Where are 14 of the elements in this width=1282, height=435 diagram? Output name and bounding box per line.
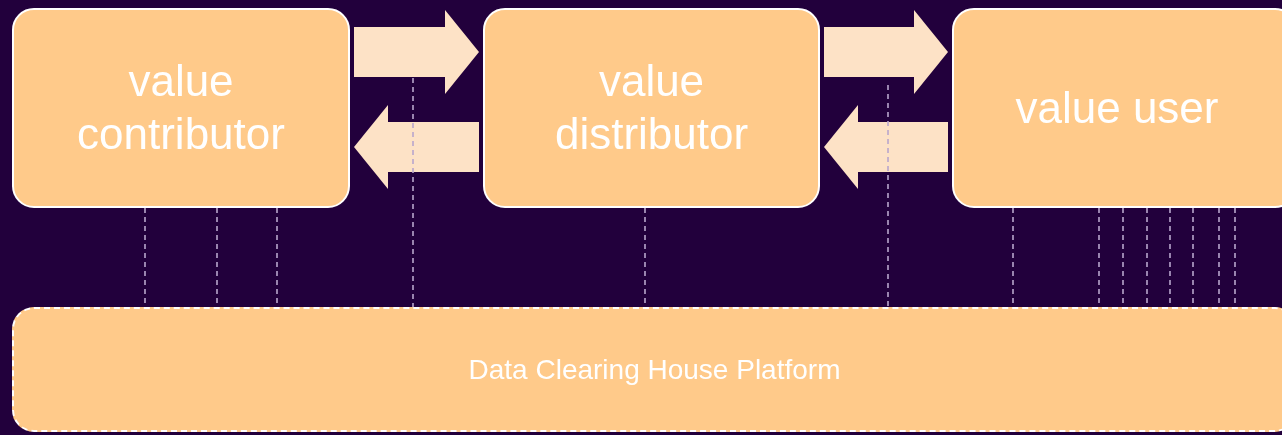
- block-arrow: [354, 105, 479, 189]
- box-label: value distributor: [553, 55, 750, 160]
- process-box: [483, 8, 820, 208]
- process-box: [952, 8, 1282, 208]
- dashed-connector: [412, 77, 414, 308]
- box-label: value contributor: [76, 55, 286, 160]
- box-label: value user: [1015, 81, 1219, 134]
- dashed-connector: [887, 84, 889, 308]
- block-arrow: [354, 10, 479, 94]
- box-label: Data Clearing House Platform: [468, 352, 841, 387]
- platform-band: [12, 307, 1282, 432]
- process-box: [12, 8, 350, 208]
- block-arrow: [824, 105, 948, 189]
- block-arrow: [824, 10, 948, 94]
